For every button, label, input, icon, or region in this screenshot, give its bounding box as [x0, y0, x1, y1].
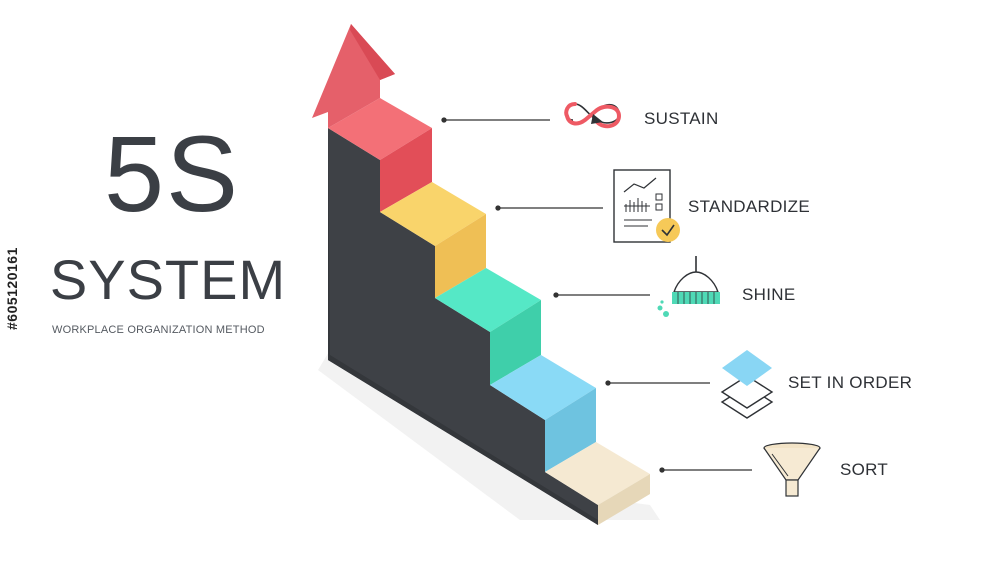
leader-dot-standardize — [495, 205, 501, 211]
step-label-sustain: SUSTAIN — [644, 109, 719, 128]
step-sort-front — [598, 474, 650, 525]
step-sort-top — [545, 442, 650, 505]
leader-dot-sustain — [441, 117, 447, 123]
step-label-standardize: STANDARDIZE — [688, 197, 810, 216]
leader-dot-sort — [659, 467, 665, 473]
step-sustain-front — [380, 128, 432, 212]
subtitle-caption: WORKPLACE ORGANIZATION METHOD — [52, 324, 265, 336]
step-setinorder-front — [545, 388, 596, 472]
step-standardize-top — [380, 182, 486, 246]
step-label-sort: SORT — [840, 460, 889, 479]
document-check-icon — [613, 169, 680, 243]
title-system: SYSTEM — [49, 248, 287, 311]
step-label-set-in-order: SET IN ORDER — [788, 373, 913, 392]
step-shine-front — [490, 300, 541, 385]
arrow-shaft-side — [350, 24, 395, 80]
broom-icon — [657, 256, 720, 317]
step-label-shine: SHINE — [742, 285, 796, 304]
step-setinorder-top — [490, 355, 596, 420]
leader-dot-shine — [553, 292, 559, 298]
arrow-head — [312, 24, 395, 128]
leader-dot-setinorder — [605, 380, 611, 386]
infinity-cycle-icon — [564, 102, 622, 129]
stacked-layers-icon — [720, 350, 774, 419]
step-standardize-front — [435, 214, 486, 298]
step-shine-top — [435, 268, 541, 332]
stair-body-left — [328, 128, 598, 525]
step-sustain-top — [328, 98, 432, 160]
title-5s: 5S — [103, 113, 241, 234]
funnel-icon — [763, 442, 821, 497]
